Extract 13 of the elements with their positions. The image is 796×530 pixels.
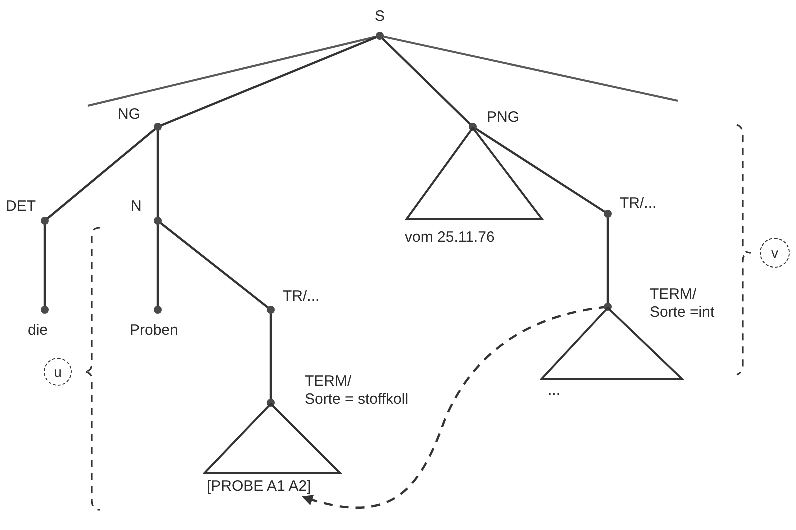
tree-node-label: TR/...: [604, 195, 657, 218]
circled-letter: v: [760, 238, 790, 268]
tree-node-label: S: [375, 8, 385, 40]
tree-node-label: TERM/ Sorte = stoffkoll: [267, 373, 409, 409]
tree-node-label: TERM/ Sorte =int: [604, 286, 715, 322]
tree-node-label: N: [131, 198, 162, 225]
tree-node-label: TR/...: [267, 288, 320, 314]
tree-node-label: die: [28, 306, 49, 340]
circled-letter: u: [44, 358, 72, 386]
tree-node-label: NG: [118, 106, 162, 131]
tree-node-label: Proben: [130, 306, 178, 340]
tree-node-label: PNG: [469, 109, 520, 131]
tree-node-label: DET: [6, 198, 49, 225]
